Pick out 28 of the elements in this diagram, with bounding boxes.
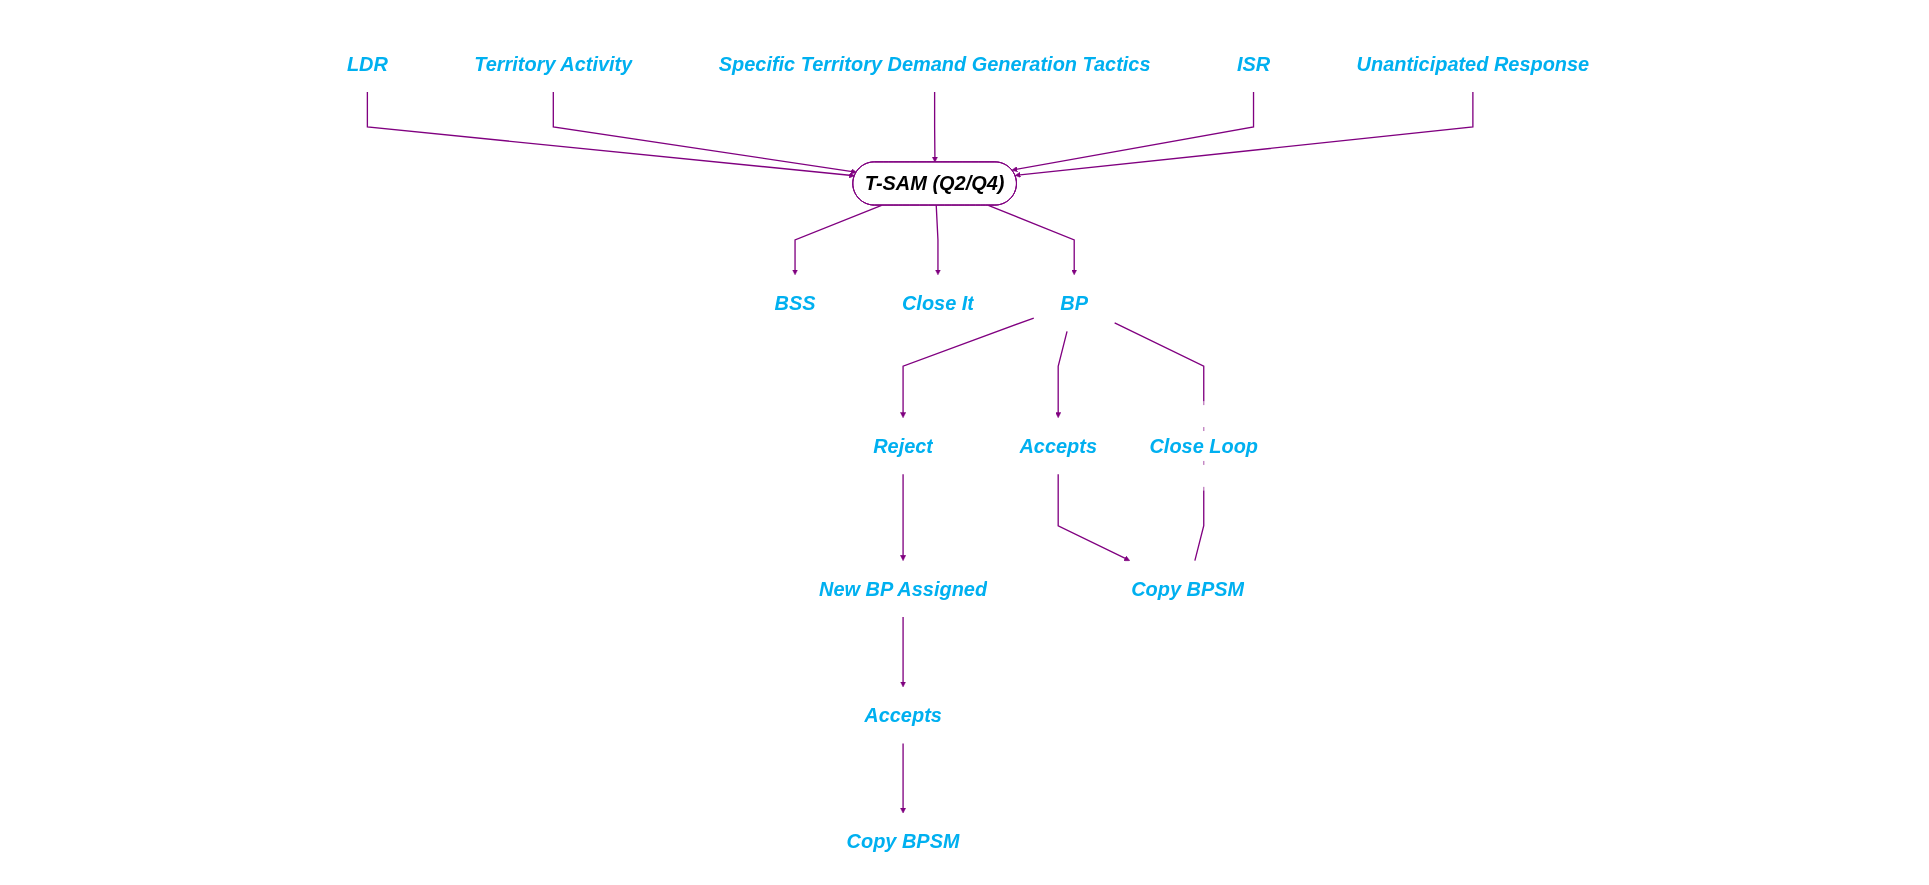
node-text: Reject xyxy=(873,435,934,457)
node-text: Copy BPSM xyxy=(847,830,961,853)
node-text: New BP Assigned xyxy=(819,577,988,600)
arrow xyxy=(932,91,939,163)
node-text: Accepts xyxy=(864,704,943,727)
node-text: LDR xyxy=(347,52,389,75)
edge-label: Close Loop xyxy=(1149,435,1259,457)
node-text: ISR xyxy=(1237,52,1271,75)
arrow xyxy=(1015,91,1474,178)
node-text: Unanticipated Response xyxy=(1356,52,1590,75)
arrow xyxy=(900,742,907,814)
node-text: Close It xyxy=(902,292,975,315)
arrow xyxy=(900,616,907,688)
arrow xyxy=(1012,91,1255,173)
node-text: Territory Activity xyxy=(474,52,633,75)
arrow xyxy=(935,204,942,276)
node-text: Accepts xyxy=(1019,435,1098,457)
arrow xyxy=(988,204,1078,276)
node-text: Copy BPSM xyxy=(1131,577,1245,600)
arrow xyxy=(900,473,907,561)
arrow xyxy=(1057,473,1131,561)
arrow xyxy=(553,91,858,175)
node-text: BSS xyxy=(774,292,816,315)
node-text: BP xyxy=(1060,292,1089,315)
arrow xyxy=(367,91,856,179)
arrow xyxy=(900,317,1035,418)
arrow xyxy=(1055,330,1069,418)
node-text: Specific Territory Demand Generation Tactics xyxy=(719,52,1151,75)
